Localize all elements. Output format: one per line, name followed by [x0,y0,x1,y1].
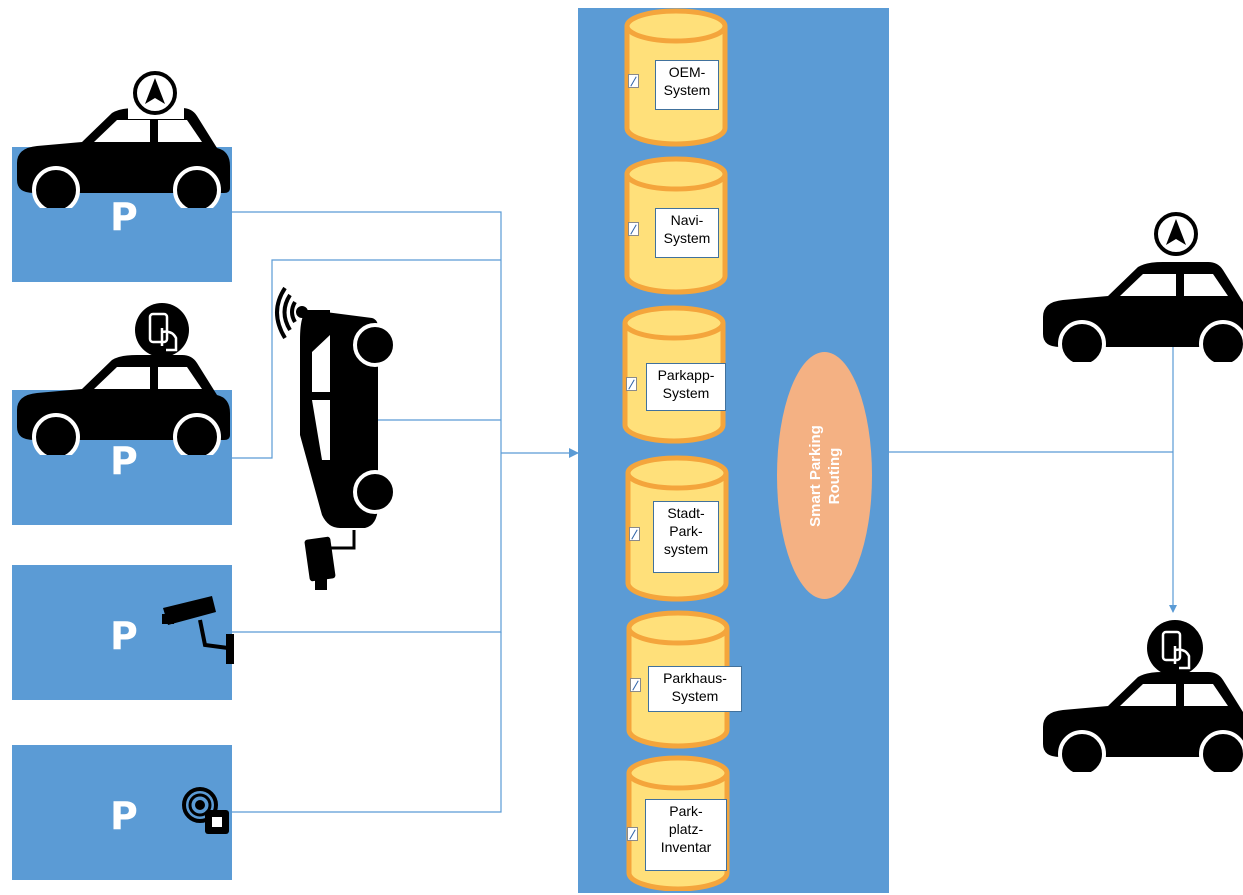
database-navi-system: Navi- System [624,156,728,296]
edit-icon [626,377,637,391]
database-parkplatz-inventar: Park- platz- Inventar [626,755,730,895]
car-icon [15,108,232,208]
output-car-app [1041,672,1243,772]
system-label-oem: OEM- System [655,60,719,110]
system-label-stadt: Stadt- Park- system [653,501,719,573]
database-parkapp-system: Parkapp- System [622,305,726,445]
edit-icon [627,827,638,841]
edit-icon [630,678,641,692]
parking-sign-4: P [110,794,138,838]
system-label-parkapp: Parkapp- System [646,363,726,411]
parking-sign-3: P [110,614,138,658]
security-camera-icon [162,596,234,664]
source-connectors [232,211,579,813]
smartphone-touch-icon [135,303,189,357]
database-oem-system: OEM- System [624,8,728,148]
system-label-navi: Navi- System [655,208,719,258]
smartphone-touch-icon [1147,620,1203,676]
navigation-icon [128,65,184,119]
database-stadt-parksystem: Stadt- Park- system [625,455,729,602]
edit-icon [628,222,639,236]
parking-source-3 [12,565,232,700]
wifi-signal-icon [275,286,330,340]
edit-icon [628,74,639,88]
system-label-parkplatz: Park- platz- Inventar [645,799,727,871]
connected-car-icon [300,310,397,528]
system-label-parkhaus: Parkhaus- System [648,666,742,712]
navigation-icon [1148,205,1204,261]
parking-sign-1: P [110,195,138,239]
parking-sensor-icon [182,787,229,834]
database-parkhaus-system: Parkhaus- System [626,610,742,750]
parking-sign-2: P [110,439,138,483]
output-car-navigation [1041,262,1243,362]
smart-parking-routing: Smart Parking Routing [777,352,872,599]
dashcam-icon [304,530,356,590]
edit-icon [629,527,640,541]
car-icon [15,355,232,455]
